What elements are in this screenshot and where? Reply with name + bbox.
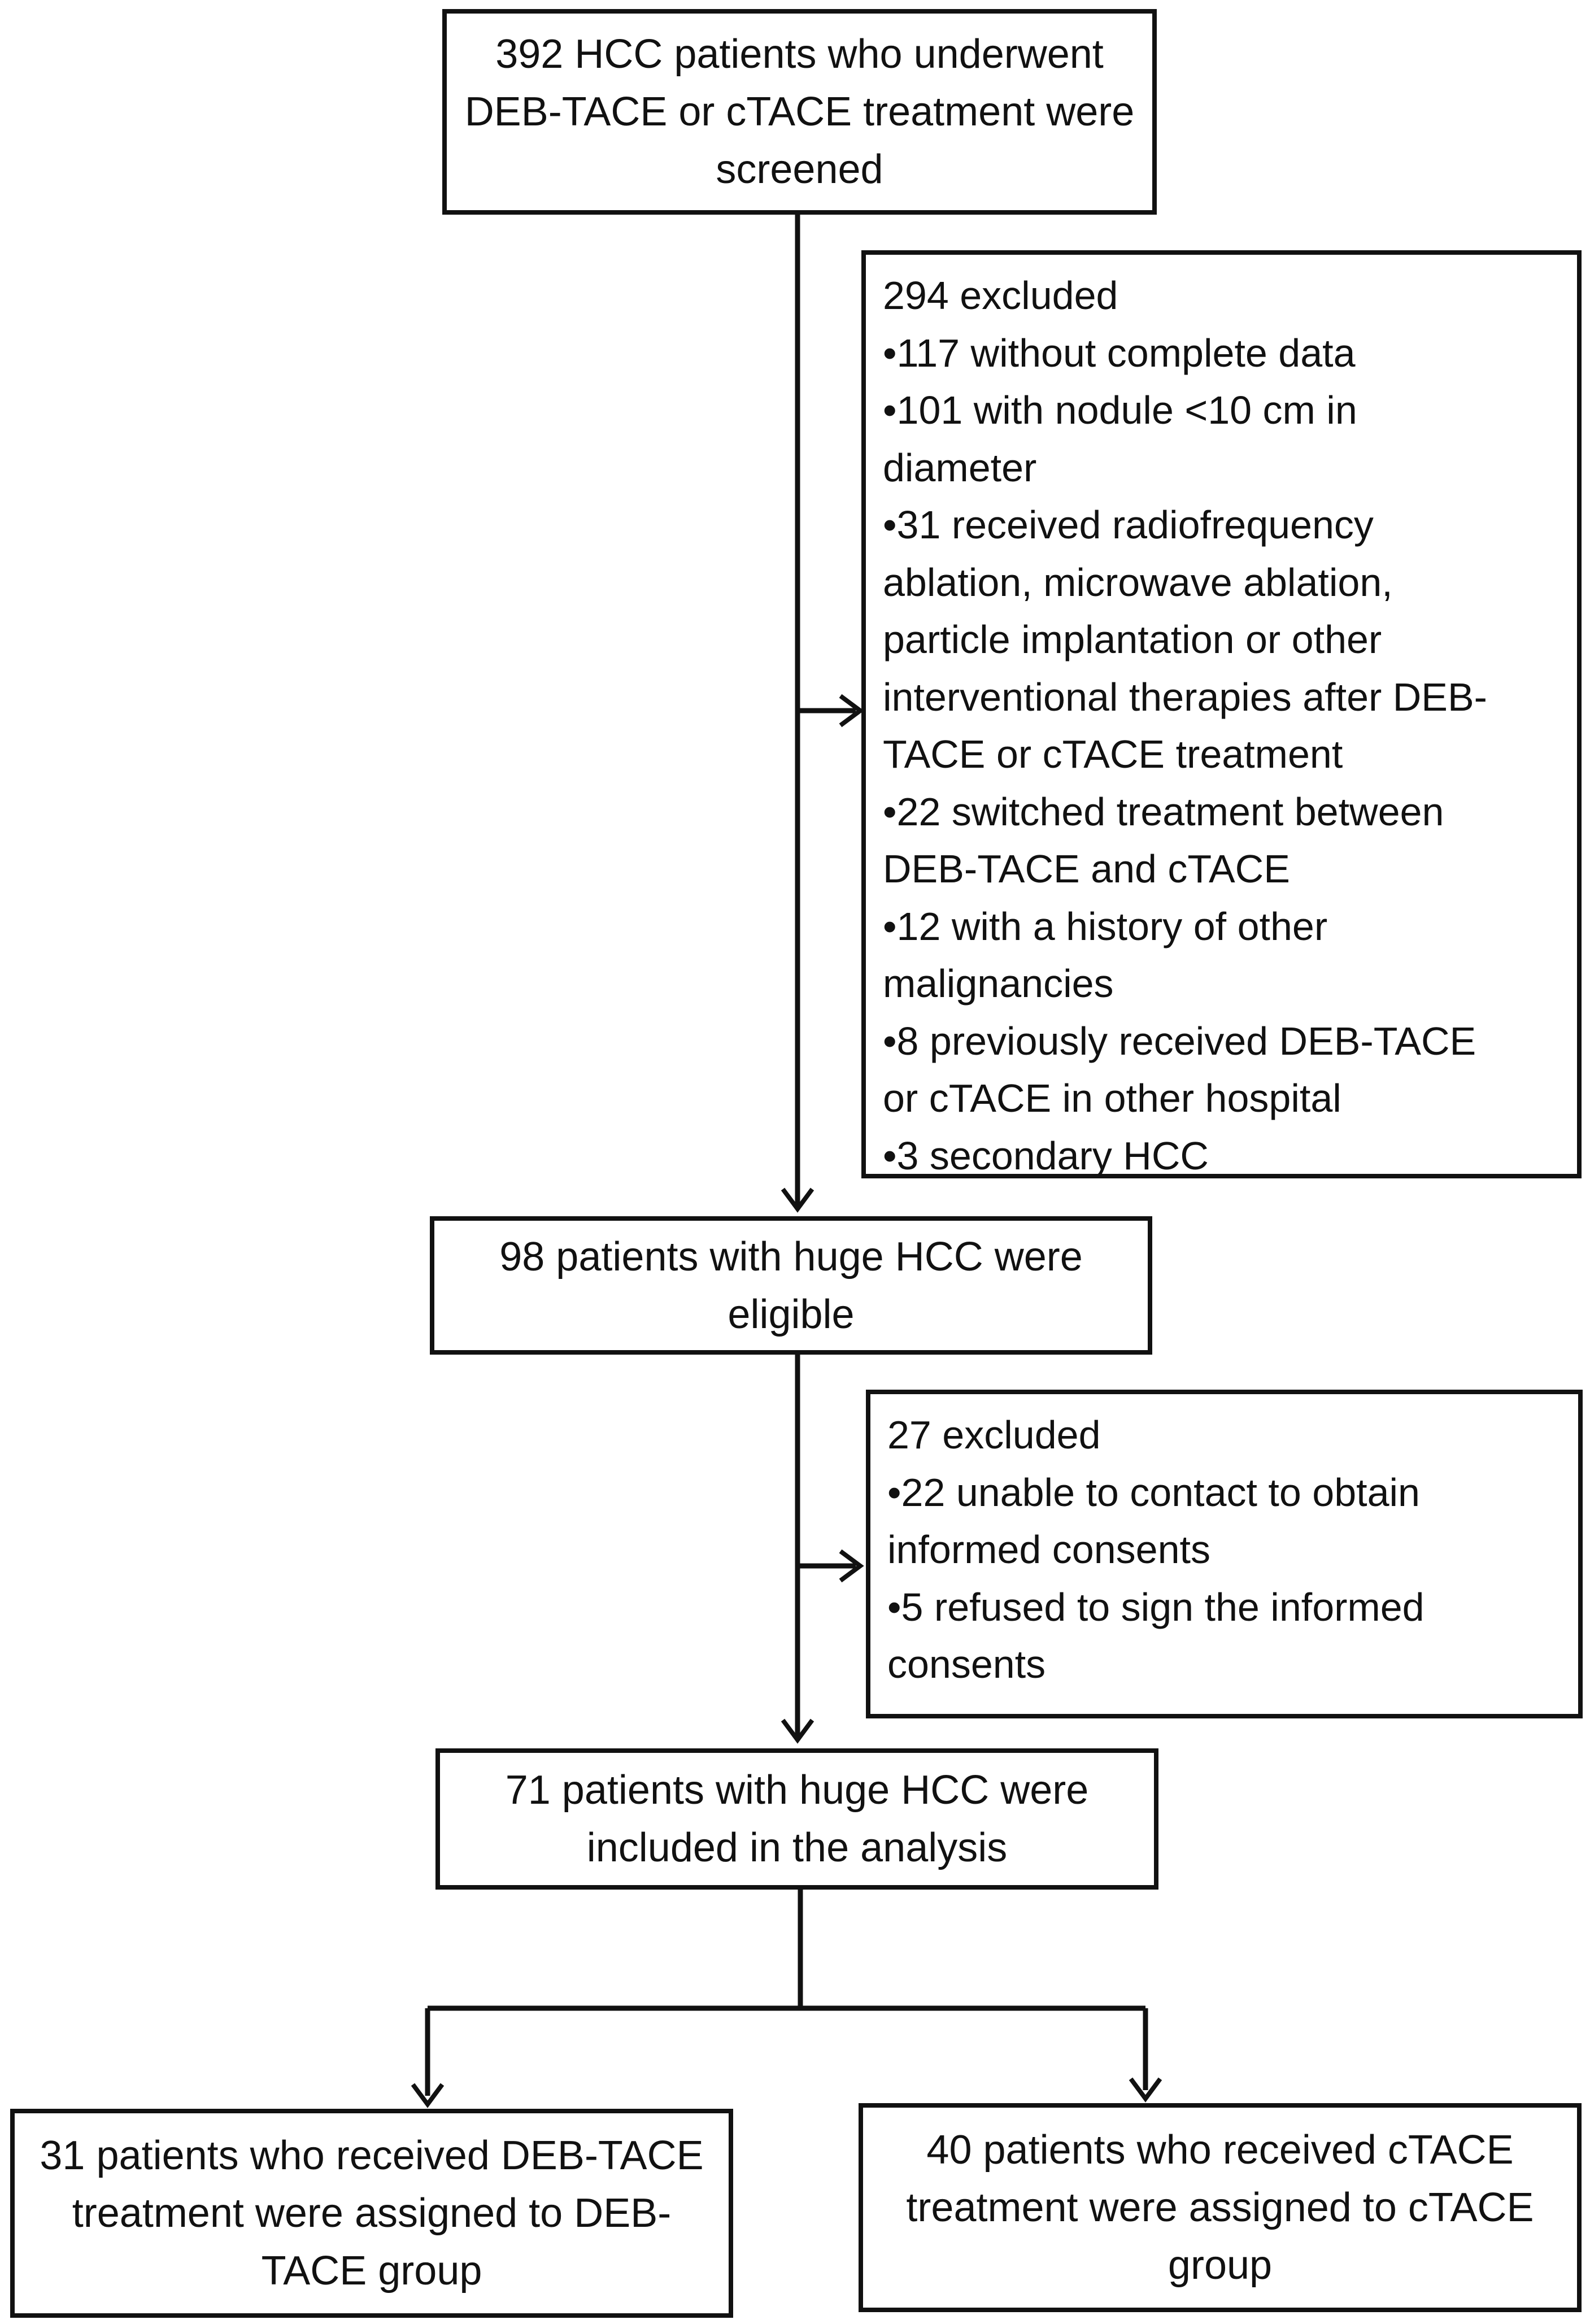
deb-tace-group-text: 31 patients who received DEB-TACE treatm… xyxy=(40,2133,704,2293)
exclusion2-line: •22 unable to contact to obtain xyxy=(887,1470,1420,1514)
exclusion1-line: interventional therapies after DEB- xyxy=(883,674,1487,719)
screened-box: 392 HCC patients who underwent DEB-TACE … xyxy=(442,9,1157,215)
exclusion1-line: or cTACE in other hospital xyxy=(883,1076,1341,1120)
exclusion1-line: 294 excluded xyxy=(883,273,1118,317)
exclusion1-box: 294 excluded •117 without complete data •1… xyxy=(861,250,1582,1178)
exclusion2-line: informed consents xyxy=(887,1527,1210,1572)
exclusion1-line: •3 secondary HCC xyxy=(883,1133,1209,1178)
arrowhead-exclusion2 xyxy=(839,1549,864,1583)
exclusion1-line: malignancies xyxy=(883,961,1114,1006)
exclusion1-line: •8 previously received DEB-TACE xyxy=(883,1019,1476,1063)
deb-tace-group-box: 31 patients who received DEB-TACE treatm… xyxy=(10,2109,733,2318)
screened-text: 392 HCC patients who underwent DEB-TACE … xyxy=(464,32,1135,192)
exclusion1-line: •22 switched treatment between xyxy=(883,789,1444,834)
exclusion2-box: 27 excluded •22 unable to contact to obta… xyxy=(866,1390,1583,1718)
ctace-group-text: 40 patients who received cTACE treatment… xyxy=(906,2127,1534,2288)
arrowhead-ctace-group xyxy=(1129,2077,1162,2103)
exclusion1-line: diameter xyxy=(883,445,1037,490)
exclusion1-line: •101 with nodule <10 cm in xyxy=(883,388,1357,432)
exclusion2-line: 27 excluded xyxy=(887,1413,1101,1457)
arrowhead-exclusion1 xyxy=(839,694,864,728)
arrowhead-deb-group xyxy=(411,2083,445,2108)
included-text: 71 patients with huge HCC were included … xyxy=(505,1768,1089,1870)
exclusion1-line: •117 without complete data xyxy=(883,330,1356,375)
exclusion1-line: ablation, microwave ablation, xyxy=(883,560,1393,604)
exclusion1-line: •31 received radiofrequency xyxy=(883,503,1374,547)
included-box: 71 patients with huge HCC were included … xyxy=(435,1748,1158,1890)
arrowhead-eligible xyxy=(781,1187,814,1213)
exclusion1-line: •12 with a history of other xyxy=(883,904,1328,948)
exclusion1-line: TACE or cTACE treatment xyxy=(883,732,1343,776)
arrowhead-included xyxy=(781,1718,814,1744)
eligible-text: 98 patients with huge HCC were eligible xyxy=(499,1234,1083,1337)
exclusion1-line: DEB-TACE and cTACE xyxy=(883,847,1290,891)
eligible-box: 98 patients with huge HCC were eligible xyxy=(430,1216,1152,1355)
exclusion1-line: particle implantation or other xyxy=(883,617,1382,661)
ctace-group-box: 40 patients who received cTACE treatment… xyxy=(859,2103,1582,2312)
exclusion2-line: •5 refused to sign the informed xyxy=(887,1585,1425,1629)
exclusion2-line: consents xyxy=(887,1642,1046,1686)
